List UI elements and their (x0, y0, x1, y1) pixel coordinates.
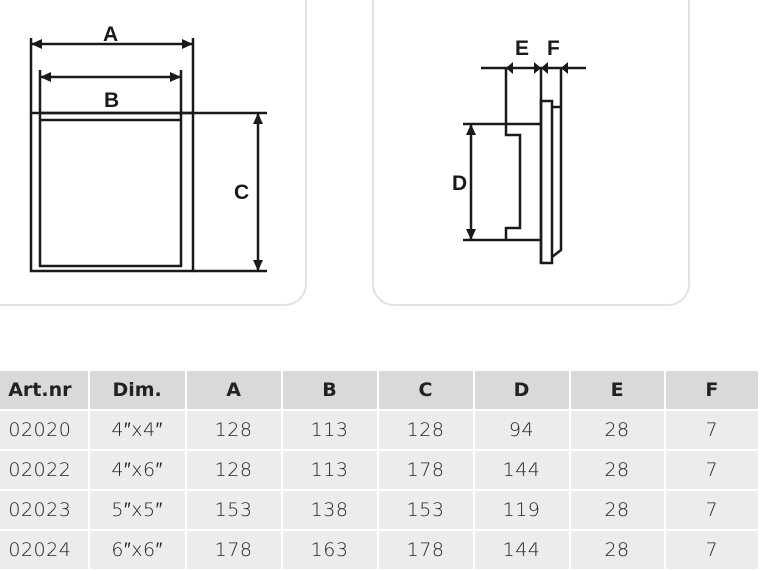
table-cell: 178 (378, 531, 473, 569)
table-cell: 153 (378, 491, 473, 529)
side-arrows (466, 62, 568, 240)
outer-frame (29, 111, 195, 273)
header-art-nr: Art.nr (0, 371, 88, 409)
inner-frame (38, 111, 183, 268)
label-f: F (547, 37, 560, 60)
label-d: D (452, 172, 467, 195)
header-b: B (282, 371, 377, 409)
front-view-panel (0, 0, 307, 306)
table-cell: 28 (570, 531, 664, 569)
table-cell: 178 (186, 531, 281, 569)
table-cell: 144 (474, 451, 569, 489)
table-cell: 6″x6″ (89, 531, 185, 569)
table-cell: 153 (186, 491, 281, 529)
label-e: E (515, 37, 529, 60)
table-cell: 7 (665, 531, 758, 569)
label-a: A (103, 23, 118, 46)
table-cell: 144 (474, 531, 569, 569)
table-cell: 02024 (0, 531, 88, 569)
table-cell: 28 (570, 411, 664, 449)
header-f: F (665, 371, 758, 409)
table-cell: 7 (665, 491, 758, 529)
table-cell: 02022 (0, 451, 88, 489)
table-cell: 28 (570, 491, 664, 529)
header-a: A (186, 371, 281, 409)
dimension-drawings: A B C E F D (29, 23, 586, 273)
header-e: E (570, 371, 664, 409)
front-arrows (31, 39, 263, 271)
header-c: C (378, 371, 473, 409)
table-cell: 02020 (0, 411, 88, 449)
table-cell: 7 (665, 411, 758, 449)
table-cell: 94 (474, 411, 569, 449)
header-d: D (474, 371, 569, 409)
side-view-drawing (463, 66, 586, 265)
label-c: C (234, 181, 249, 204)
table-cell: 128 (378, 411, 473, 449)
table-cell: 163 (282, 531, 377, 569)
table-cell: 7 (665, 451, 758, 489)
table-cell: 28 (570, 451, 664, 489)
table-cell: 4″x6″ (89, 451, 185, 489)
table-header-row: Art.nr Dim. A B C D E F (0, 371, 758, 409)
table-cell: 5″x5″ (89, 491, 185, 529)
table-cell: 4″x4″ (89, 411, 185, 449)
table-cell: 178 (378, 451, 473, 489)
label-b: B (104, 89, 119, 112)
table-cell: 113 (282, 451, 377, 489)
table-cell: 128 (186, 451, 281, 489)
table-cell: 113 (282, 411, 377, 449)
side-view-panel (372, 0, 690, 306)
table-cell: 128 (186, 411, 281, 449)
table-cell: 138 (282, 491, 377, 529)
front-view-drawing (29, 38, 267, 273)
table-cell: 119 (474, 491, 569, 529)
table-cell: 02023 (0, 491, 88, 529)
header-dim: Dim. (89, 371, 185, 409)
